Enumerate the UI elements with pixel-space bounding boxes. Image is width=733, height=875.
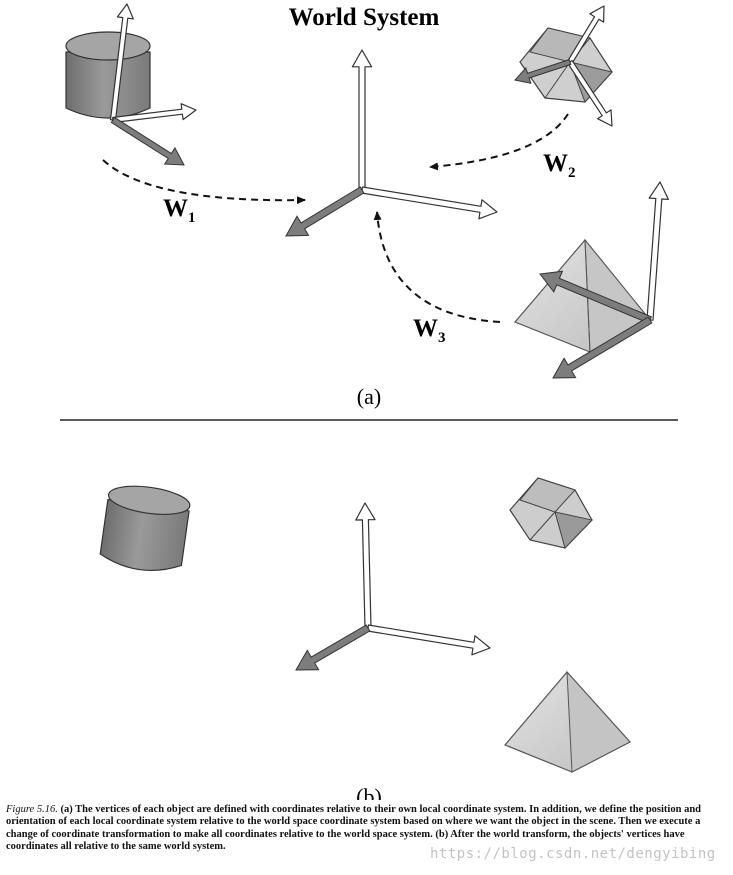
transform-arrow-w2 <box>429 113 569 171</box>
axis-arrow-shaded <box>295 624 371 671</box>
transform-arrow-w3 <box>373 211 501 323</box>
axis-arrow <box>109 3 134 121</box>
figure-reference: Figure 5.16. <box>6 804 58 815</box>
cube-local-axes <box>514 5 613 127</box>
pyramid-object-world <box>504 670 631 773</box>
figure-caption: Figure 5.16. (a) The vertices of each ob… <box>6 804 728 853</box>
pyramid-local-axes <box>539 181 670 379</box>
caption-text: (a) The vertices of each object are defi… <box>6 804 701 852</box>
cube-object-world <box>509 477 593 549</box>
panel-a-label: (a) <box>357 384 381 409</box>
panel-b-label: (b) <box>356 784 382 800</box>
axis-arrow <box>360 186 498 220</box>
axis-arrow-shaded <box>285 186 365 237</box>
axis-arrow <box>646 181 670 321</box>
axis-arrow <box>567 59 613 127</box>
transform-label-w3: W3 <box>413 315 446 346</box>
axis-arrow-shaded <box>539 270 653 324</box>
transform-label-w2: W2 <box>543 150 576 181</box>
axis-arrow <box>355 502 376 629</box>
axis-arrow-shaded <box>552 316 653 379</box>
cylinder-object-world <box>99 485 191 571</box>
transform-label-w1: W1 <box>163 195 196 226</box>
axis-arrow <box>567 5 605 64</box>
cylinder-object-local <box>65 31 151 119</box>
axis-arrow-shaded <box>514 58 572 84</box>
axis-arrow-shaded <box>110 116 185 166</box>
transform-arrow-w1 <box>102 159 306 205</box>
figure: World System W1 W2 W3 (a) <box>60 3 678 800</box>
diagram-title: World System <box>289 4 440 31</box>
axis-arrow <box>366 624 491 656</box>
axis-arrow <box>112 103 197 124</box>
world-axes-b <box>295 502 491 671</box>
watermark: https://blog.csdn.net/dengyibing <box>430 846 716 862</box>
axis-arrow <box>351 49 373 191</box>
cylinder-local-axes <box>109 3 197 166</box>
world-axes-a <box>285 49 498 237</box>
